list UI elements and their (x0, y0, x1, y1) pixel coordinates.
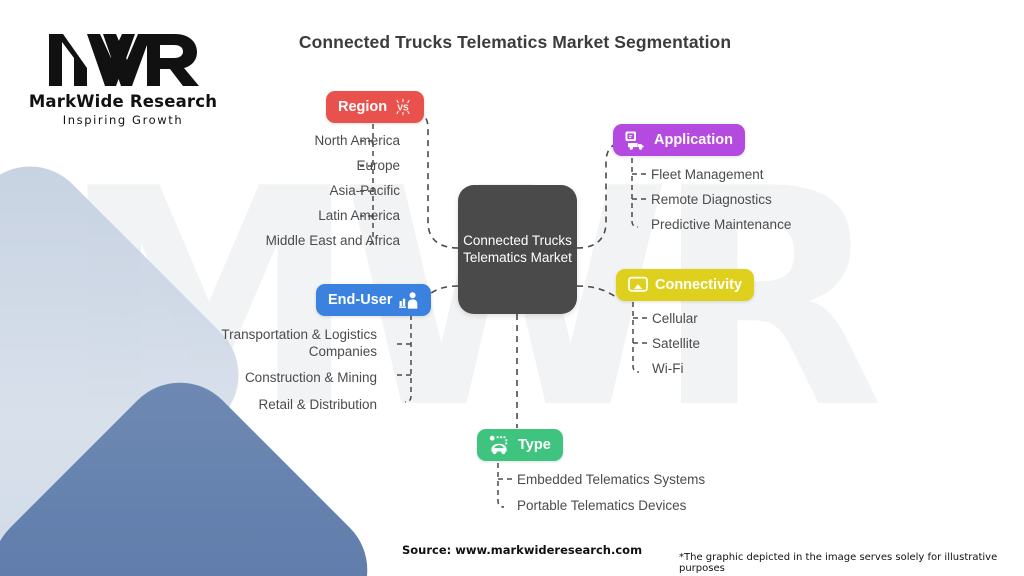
person-chart-icon (399, 291, 419, 310)
brand-logo: MarkWide Research Inspiring Growth (28, 28, 218, 127)
branch-items-type: Embedded Telematics Systems Portable Tel… (517, 472, 817, 514)
list-item: Embedded Telematics Systems (517, 472, 706, 487)
airplay-screen-icon (628, 276, 648, 294)
screen-truck-icon (625, 131, 647, 150)
list-item: Cellular (652, 311, 698, 326)
list-item: Predictive Maintenance (651, 217, 792, 232)
page-title: Connected Trucks Telematics Market Segme… (298, 32, 732, 52)
list-item: Wi-Fi (652, 361, 684, 376)
branch-items-application: Fleet Management Remote Diagnostics Pred… (651, 167, 911, 233)
branch-items-region: North America Europe Asia-Pacific Latin … (150, 133, 400, 249)
branch-label-region: Region (338, 99, 388, 115)
list-item: Fleet Management (651, 167, 764, 182)
branch-label-connectivity: Connectivity (655, 277, 743, 293)
list-item: Latin America (318, 208, 400, 223)
brand-tagline: Inspiring Growth (62, 113, 184, 127)
list-item: Construction & Mining (244, 370, 377, 385)
list-item: Satellite (652, 336, 701, 351)
list-item: North America (314, 133, 400, 148)
list-item: Asia-Pacific (329, 183, 400, 198)
list-item: Retail & Distribution (258, 397, 377, 412)
center-node: Connected Trucks Telematics Market (458, 185, 577, 314)
svg-text:VS: VS (398, 102, 410, 112)
branch-items-connectivity: Cellular Satellite Wi-Fi (652, 311, 852, 377)
branch-badge-type[interactable]: Type (477, 429, 563, 461)
branch-label-end-user: End-User (328, 292, 393, 308)
versus-burst-icon: VS (394, 98, 412, 116)
center-node-label: Connected Trucks Telematics Market (463, 233, 572, 265)
branch-items-end-user: Transportation & Logistics Companies Con… (155, 326, 377, 413)
connected-car-icon (489, 435, 511, 455)
list-item: Middle East and Africa (265, 233, 400, 248)
disclaimer-text: *The graphic depicted in the image serve… (679, 552, 998, 574)
list-item: Europe (356, 158, 400, 173)
mwr-monogram-icon (49, 34, 199, 86)
list-item: Remote Diagnostics (651, 192, 772, 207)
branch-badge-region[interactable]: Region VS (326, 91, 425, 123)
branch-badge-end-user[interactable]: End-User (316, 284, 432, 316)
list-item: Portable Telematics Devices (517, 498, 687, 513)
branch-badge-connectivity[interactable]: Connectivity (616, 269, 755, 301)
branch-badge-application[interactable]: Application (613, 124, 745, 156)
branch-label-type: Type (518, 437, 551, 453)
branch-label-application: Application (654, 132, 733, 148)
brand-name: MarkWide Research (28, 92, 218, 111)
source-text: Source: www.markwideresearch.com (402, 543, 643, 557)
list-item: Transportation & Logistics Companies (221, 327, 377, 359)
